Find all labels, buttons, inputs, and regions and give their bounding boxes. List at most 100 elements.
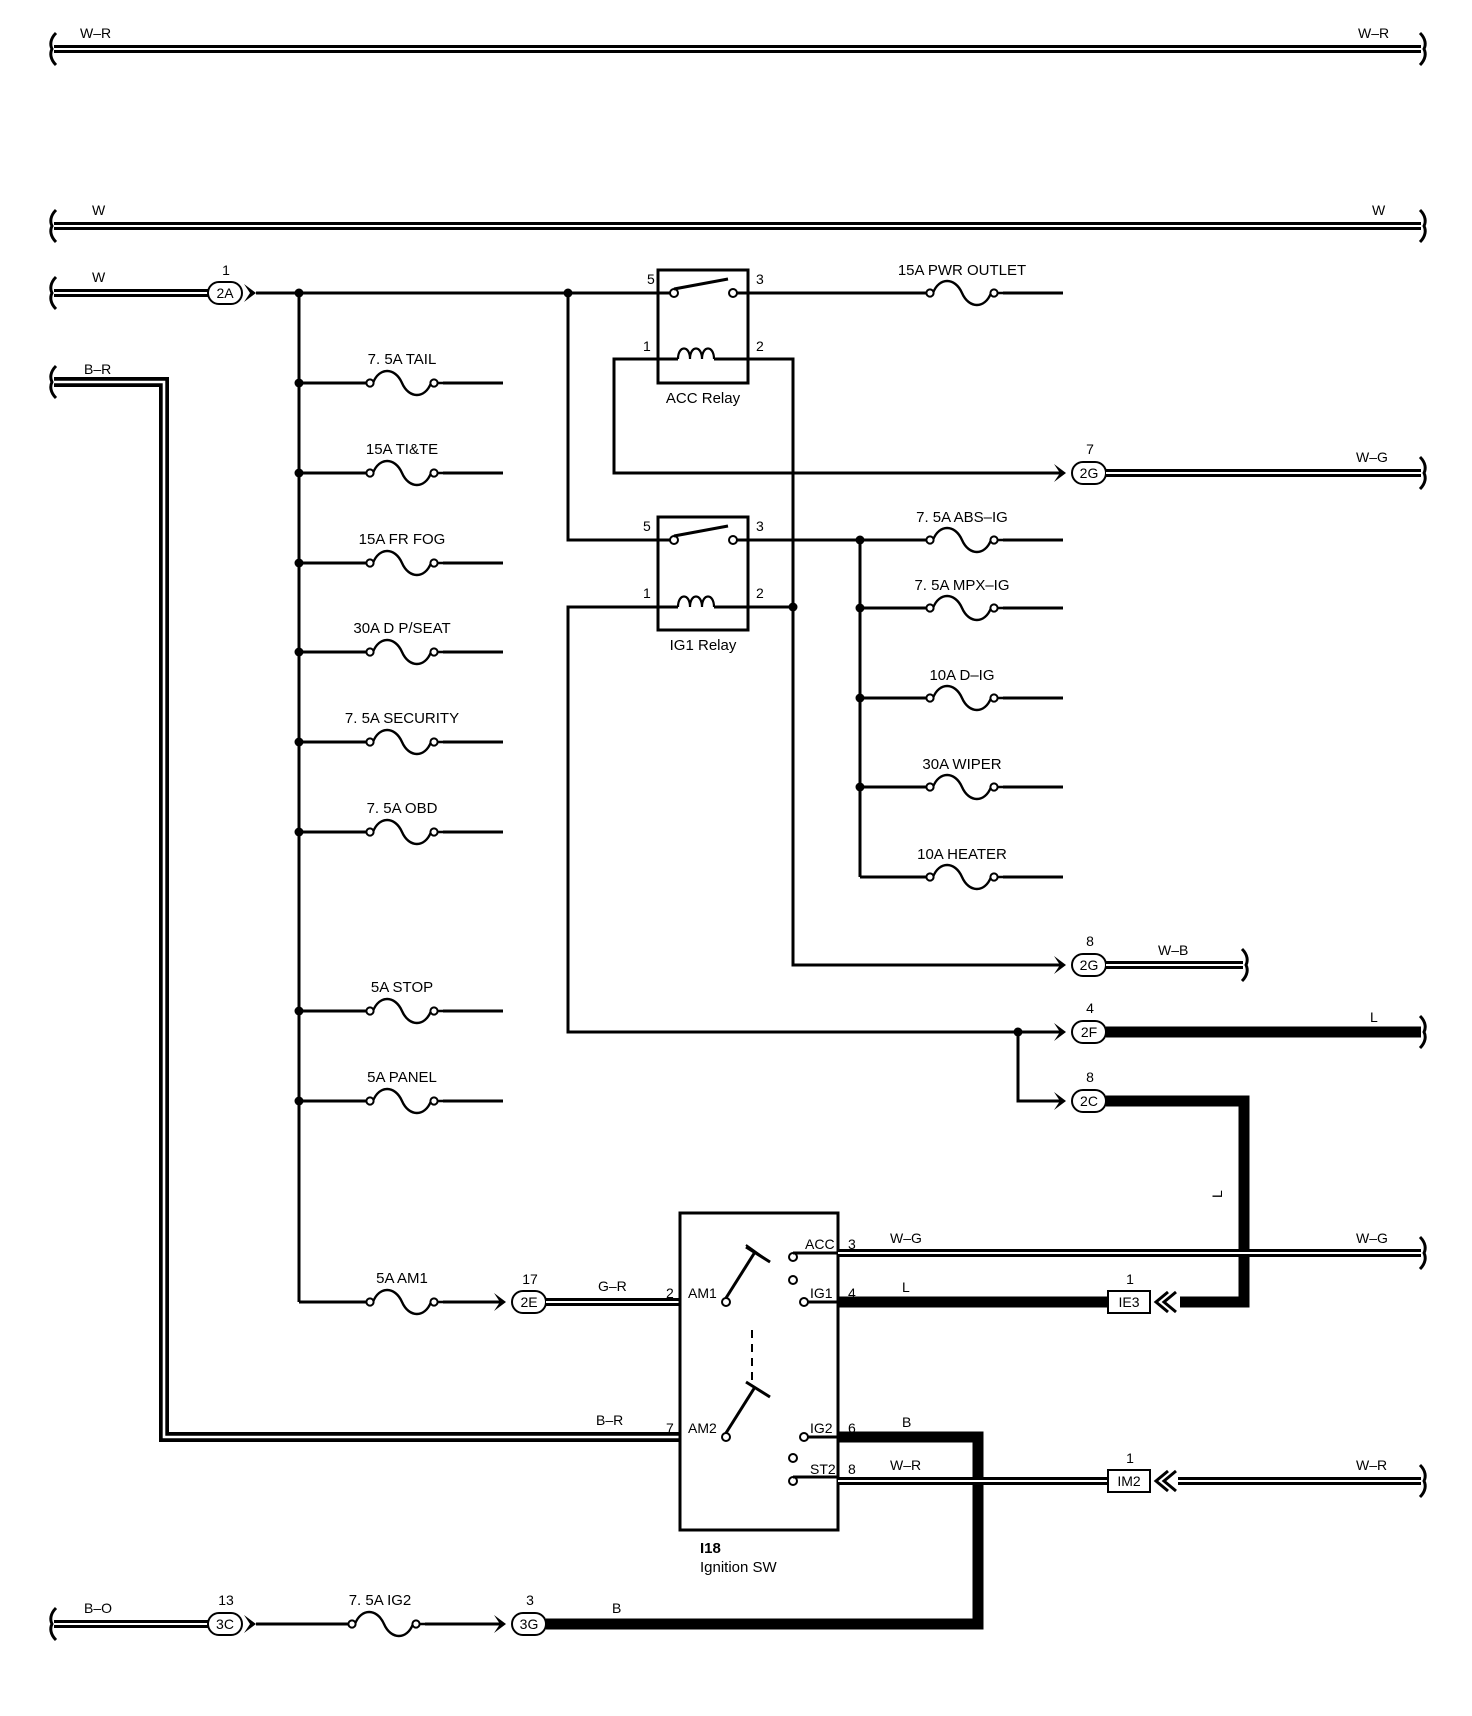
svg-text:15A PWR OUTLET: 15A PWR OUTLET <box>898 262 1026 279</box>
svg-text:30A WIPER: 30A WIPER <box>922 756 1001 773</box>
svg-text:1: 1 <box>643 585 651 601</box>
svg-text:AM2: AM2 <box>688 1420 717 1436</box>
svg-text:B–R: B–R <box>596 1412 623 1428</box>
svg-text:7. 5A IG2: 7. 5A IG2 <box>349 1592 412 1609</box>
bus-w-second: W W <box>49 202 1427 244</box>
svg-text:IG1 Relay: IG1 Relay <box>670 637 737 654</box>
svg-text:7: 7 <box>666 1420 674 1436</box>
svg-text:4: 4 <box>848 1285 856 1301</box>
wire-w-b: W–B <box>1106 942 1249 983</box>
svg-text:2E: 2E <box>520 1294 537 1310</box>
wire-w-r-st2: W–R <box>838 1457 1108 1485</box>
wire-l-vertical: L <box>1106 1095 1250 1308</box>
svg-text:W–R: W–R <box>1356 1457 1387 1473</box>
svg-text:ACC Relay: ACC Relay <box>666 390 741 407</box>
connector-2g-8: 2G 8 <box>1054 933 1107 977</box>
svg-text:15A FR FOG: 15A FR FOG <box>359 531 446 548</box>
wire-label: W <box>1372 202 1386 218</box>
svg-text:W–R: W–R <box>890 1457 921 1473</box>
svg-text:IE3: IE3 <box>1118 1294 1139 1310</box>
connector-ie3: IE3 1 <box>1107 1271 1177 1314</box>
svg-text:IG2: IG2 <box>810 1420 833 1436</box>
connector-2e: 2E 17 <box>494 1271 547 1314</box>
svg-text:7. 5A OBD: 7. 5A OBD <box>367 800 438 817</box>
svg-text:1: 1 <box>1126 1271 1134 1287</box>
wire-w-g-top: W–G <box>1106 449 1427 491</box>
fuse-d-ig: 10A D–IG <box>855 667 1063 712</box>
svg-text:I18: I18 <box>700 1540 721 1557</box>
svg-text:7: 7 <box>1086 441 1094 457</box>
wire-label: W <box>92 202 106 218</box>
svg-text:5: 5 <box>647 271 655 287</box>
wire-w-to-2a: W <box>49 269 210 311</box>
fuse-tite: 15A TI&TE <box>294 441 503 487</box>
wire-l-2f: L <box>1106 1009 1427 1050</box>
ig1-relay: 5 3 1 2 IG1 Relay <box>643 515 764 654</box>
svg-text:30A D P/SEAT: 30A D P/SEAT <box>353 620 450 637</box>
svg-text:2: 2 <box>666 1285 674 1301</box>
connector-im2: IM2 1 <box>1107 1450 1177 1493</box>
wire-label: W–R <box>80 25 111 41</box>
fuse-mpx-ig: 7. 5A MPX–IG <box>855 577 1063 622</box>
fuse-wiper: 30A WIPER <box>855 756 1063 801</box>
wire-l-ig1: L <box>838 1279 1108 1308</box>
fuse-am1: 5A AM1 <box>299 1270 500 1316</box>
svg-text:17: 17 <box>522 1271 538 1287</box>
svg-text:2C: 2C <box>1080 1093 1098 1109</box>
svg-text:3: 3 <box>526 1592 534 1608</box>
svg-text:5A STOP: 5A STOP <box>371 979 433 996</box>
svg-text:7. 5A ABS–IG: 7. 5A ABS–IG <box>916 509 1008 526</box>
wire-label: W <box>92 269 106 285</box>
svg-text:L: L <box>1370 1009 1378 1025</box>
acc-relay: 5 3 1 2 ACC Relay <box>643 268 764 407</box>
svg-text:2F: 2F <box>1081 1024 1097 1040</box>
svg-text:5A AM1: 5A AM1 <box>376 1270 428 1287</box>
svg-text:3: 3 <box>848 1236 856 1252</box>
svg-text:8: 8 <box>1086 933 1094 949</box>
svg-text:B: B <box>902 1414 911 1430</box>
svg-text:7. 5A SECURITY: 7. 5A SECURITY <box>345 710 459 727</box>
svg-text:IM2: IM2 <box>1117 1473 1141 1489</box>
connector-2f: 2F 4 <box>1054 1000 1107 1044</box>
svg-text:Ignition SW: Ignition SW <box>700 1559 778 1576</box>
fuse-heater: 10A HEATER <box>860 846 1063 891</box>
svg-text:6: 6 <box>848 1420 856 1436</box>
ignition-switch: ACC IG1 IG2 ST2 AM1 AM2 2 7 3 4 6 8 I18 … <box>666 1211 856 1576</box>
svg-text:2: 2 <box>756 585 764 601</box>
fuse-security: 7. 5A SECURITY <box>294 710 503 756</box>
fuse-frfog: 15A FR FOG <box>294 531 503 577</box>
svg-text:B: B <box>612 1600 621 1616</box>
connector-2c: 2C 8 <box>1054 1069 1107 1113</box>
svg-text:1: 1 <box>643 338 651 354</box>
connector-3g: 3G 3 <box>494 1592 547 1636</box>
fuse-abs-ig: 7. 5A ABS–IG <box>860 509 1063 554</box>
svg-text:1: 1 <box>222 262 230 278</box>
wire-label: W–R <box>1358 25 1389 41</box>
svg-text:2: 2 <box>756 338 764 354</box>
svg-text:B–R: B–R <box>84 361 111 377</box>
svg-text:ST2: ST2 <box>810 1461 836 1477</box>
wire-b-o: B–O <box>49 1600 210 1642</box>
svg-text:7. 5A TAIL: 7. 5A TAIL <box>368 351 437 368</box>
svg-text:5A PANEL: 5A PANEL <box>367 1069 437 1086</box>
svg-text:3C: 3C <box>216 1616 234 1632</box>
fuse-dseat: 30A D P/SEAT <box>294 620 503 666</box>
wire-w-g-acc: W–G W–G <box>838 1230 1427 1271</box>
svg-text:1: 1 <box>1126 1450 1134 1466</box>
fuse-tail: 7. 5A TAIL <box>294 351 503 397</box>
svg-text:W–B: W–B <box>1158 942 1188 958</box>
svg-text:W–G: W–G <box>1356 1230 1388 1246</box>
wire-b-ig2: B B <box>546 1414 984 1630</box>
connector-3c: 3C 13 <box>207 1592 256 1636</box>
svg-text:10A D–IG: 10A D–IG <box>929 667 994 684</box>
svg-text:2G: 2G <box>1080 465 1099 481</box>
fuse-panel: 5A PANEL <box>294 1069 503 1115</box>
svg-text:3G: 3G <box>520 1616 539 1632</box>
svg-text:AM1: AM1 <box>688 1285 717 1301</box>
svg-text:8: 8 <box>848 1461 856 1477</box>
bus-w-r-top: W–R W–R <box>49 25 1427 67</box>
fuse-ig2: 7. 5A IG2 <box>341 1592 500 1638</box>
fuse-pwr-outlet: 15A PWR OUTLET <box>898 262 1063 307</box>
wire-w-r-right: W–R <box>1178 1457 1427 1499</box>
